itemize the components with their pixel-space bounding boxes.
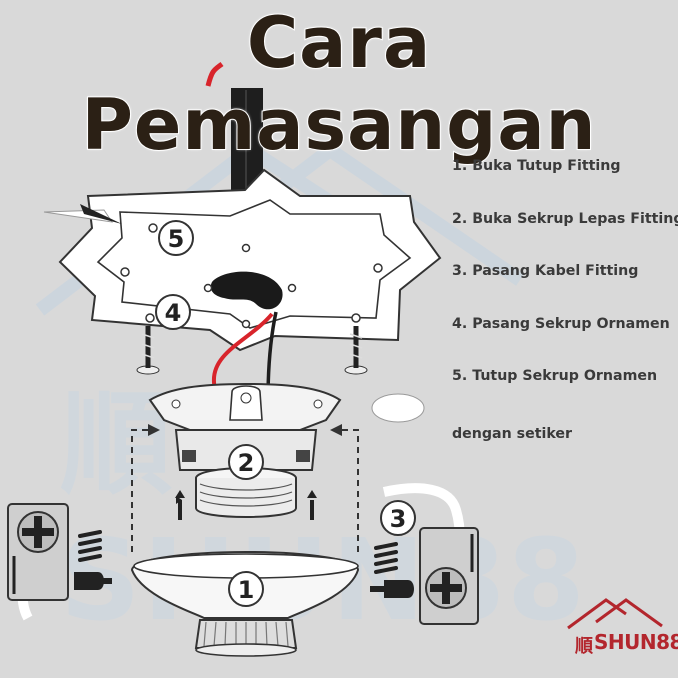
step-badge-3: 3	[380, 500, 416, 536]
step-item-2: 2. Buka Sekrup Lepas Fitting	[452, 210, 678, 227]
step-item-5: 5. Tutup Sekrup Ornamen	[452, 368, 658, 384]
screwdriver-icon	[43, 204, 122, 224]
logo-glyph: 順	[575, 636, 593, 657]
terminal-screw-right	[370, 580, 414, 598]
step-badge-number: 5	[168, 225, 185, 253]
spring-right	[374, 542, 398, 574]
terminal-panel-right	[382, 483, 479, 625]
guide-arrowhead-left	[148, 424, 160, 436]
step-badge-number: 3	[390, 505, 407, 533]
step-item-4: 4. Pasang Sekrup Ornamen	[452, 315, 670, 332]
guide-arrow-right	[334, 429, 359, 552]
terminal-panel-left	[7, 503, 69, 621]
step-badge-4: 4	[155, 294, 191, 330]
ornament-plate	[58, 168, 442, 352]
logo-text: SHUN88	[594, 630, 678, 654]
step-badge-number: 2	[238, 449, 255, 477]
plate-screw-left	[136, 326, 160, 375]
terminal-screw-left	[74, 572, 112, 590]
page-title: Cara Pemasangan	[81, 1, 597, 167]
step-badge-number: 4	[165, 299, 182, 327]
step-badge-1: 1	[228, 571, 264, 607]
step-item-1: 1. Buka Tutup Fitting	[452, 158, 621, 174]
guide-arrow-left	[131, 429, 156, 552]
plate-screw-right	[344, 326, 368, 375]
guide-arrowhead-right	[330, 424, 342, 436]
step-item-3: 3. Pasang Kabel Fitting	[452, 263, 639, 279]
step-badge-5: 5	[158, 220, 194, 256]
fitting-screw-left	[176, 496, 182, 520]
step-note: dengan setiker	[452, 426, 573, 442]
sticker-icon	[371, 393, 425, 423]
steps-list: 1. Buka Tutup Fitting 2. Buka Sekrup Lep…	[452, 158, 678, 421]
step-badge-number: 1	[238, 576, 255, 604]
logo-roof-icon	[567, 598, 663, 630]
spring-left	[78, 530, 102, 562]
up-arrows	[175, 490, 317, 498]
step-badge-2: 2	[228, 444, 264, 480]
